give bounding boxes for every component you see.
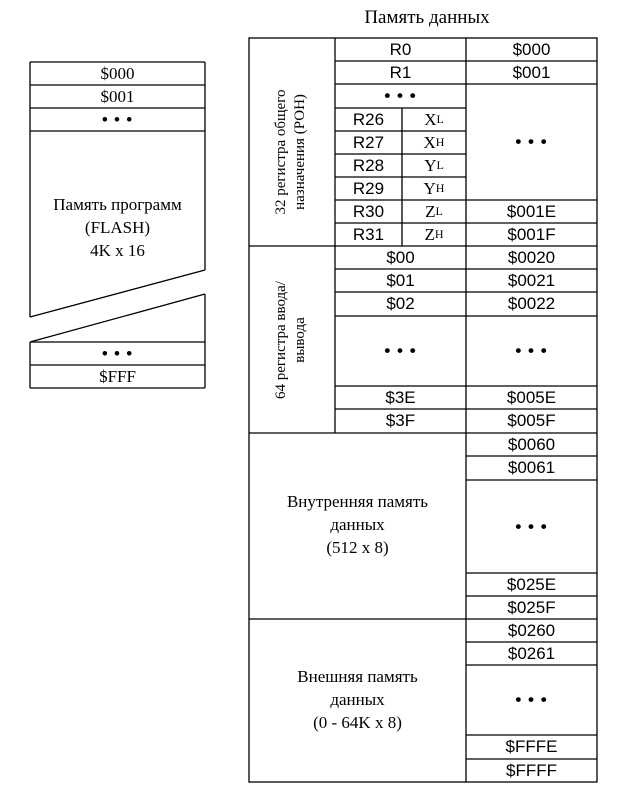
ptr-yh-half: H — [435, 181, 445, 195]
io-reg-00: $00 — [386, 247, 415, 267]
flash-label-line-2: (FLASH) — [84, 218, 151, 237]
io-addr-005e: $005E — [506, 387, 557, 407]
xram-addr-ffff: $FFFF — [506, 760, 557, 780]
io-reg-01: $01 — [386, 270, 415, 290]
io-reg-3e: $3E — [385, 387, 416, 407]
reg-r30: R30 — [352, 201, 385, 221]
io-addr-0021: $0021 — [507, 270, 556, 290]
sram-label-line-1: Внутренняя память — [286, 492, 429, 511]
sram-label-line-2: данных — [330, 515, 385, 534]
flash-dots-top: • • • — [101, 109, 134, 129]
flash-addr-end: $FFF — [99, 366, 136, 386]
sram-addr-025e: $025E — [506, 574, 557, 594]
roh-label-line-1: 32 регистра общего — [273, 89, 289, 215]
flash-addr-000: $000 — [100, 63, 135, 83]
ptr-zh-letter: Z — [424, 224, 435, 244]
addr-r1: $001 — [512, 62, 551, 82]
addr-r0: $000 — [512, 39, 551, 59]
io-section-label: 64 регистра ввода/ вывода — [272, 240, 312, 440]
xram-label-line-1: Внешняя память — [297, 667, 418, 686]
io-addr-0020: $0020 — [507, 247, 556, 267]
ptr-zl-half: L — [435, 204, 443, 218]
roh-label-line-2: назначения (РОН) — [292, 94, 308, 210]
ptr-zl-letter: Z — [425, 201, 436, 221]
reg-r0: R0 — [389, 39, 412, 59]
addr-r31: $001F — [507, 224, 556, 244]
io-reg-3f: $3F — [385, 411, 416, 430]
io-addr-dots: • • • — [515, 341, 548, 360]
roh-reg-dots: • • • — [384, 86, 417, 105]
roh-addr-dots: • • • — [515, 132, 548, 151]
io-label-line-1: 64 регистра ввода/ — [273, 281, 289, 399]
data-memory-title: Память данных — [364, 7, 490, 28]
io-reg-02: $02 — [386, 294, 415, 313]
io-label-line-2: вывода — [292, 317, 308, 363]
xram-label-line-2: данных — [330, 690, 385, 709]
xram-label: Внешняя память данных (0 - 64K x 8) — [249, 665, 466, 734]
ptr-yl-letter: Y — [424, 155, 437, 175]
flash-addr-001: $001 — [100, 86, 135, 106]
ptr-xl-letter: X — [424, 109, 437, 129]
sram-addr-dots: • • • — [515, 516, 548, 536]
ptr-yl-half: L — [436, 158, 444, 172]
ptr-yh-letter: Y — [423, 178, 436, 198]
sram-addr-0061: $0061 — [507, 458, 556, 477]
ptr-xh-half: H — [435, 135, 445, 149]
reg-r29: R29 — [352, 178, 385, 198]
xram-label-line-3: (0 - 64K x 8) — [313, 713, 402, 732]
sram-addr-025f: $025F — [507, 597, 556, 617]
sram-label: Внутренняя память данных (512 x 8) — [249, 490, 466, 559]
roh-section-label: 32 регистра общего назначения (РОН) — [272, 52, 312, 252]
reg-r28: R28 — [352, 155, 385, 175]
reg-r27: R27 — [352, 132, 385, 152]
io-reg-dots: • • • — [384, 341, 417, 360]
flash-label-line-3: 4K x 16 — [90, 241, 145, 260]
xram-addr-0261: $0261 — [507, 643, 556, 663]
xram-addr-dots: • • • — [515, 690, 548, 709]
reg-r1: R1 — [389, 62, 412, 82]
xram-addr-0260: $0260 — [507, 620, 556, 640]
flash-label-line-1: Память программ — [53, 195, 182, 214]
ptr-xl-half: L — [436, 112, 444, 126]
sram-addr-0060: $0060 — [507, 434, 556, 454]
io-addr-005f: $005F — [507, 411, 556, 430]
ptr-zh-half: H — [434, 227, 444, 241]
io-addr-0022: $0022 — [507, 294, 556, 313]
reg-r31: R31 — [352, 224, 385, 244]
flash-dots-bottom: • • • — [101, 343, 134, 363]
flash-label: Память программ (FLASH) 4K x 16 — [30, 193, 205, 262]
ptr-xh-letter: X — [423, 132, 436, 152]
sram-label-line-3: (512 x 8) — [326, 538, 389, 557]
addr-r30: $001E — [506, 201, 557, 221]
xram-addr-fffe: $FFFE — [505, 737, 558, 756]
reg-r26: R26 — [352, 109, 385, 129]
